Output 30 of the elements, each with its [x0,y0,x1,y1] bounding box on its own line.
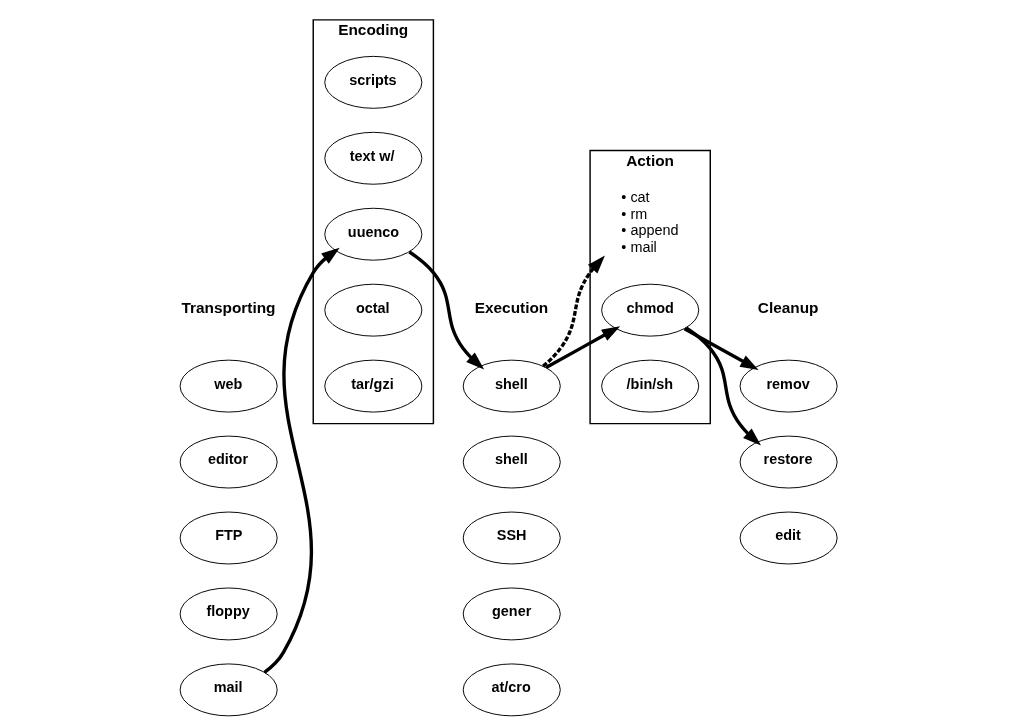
arrow [407,250,484,370]
node-ellipse: gener [462,587,561,641]
arrow [683,327,759,370]
node-ellipse: mail [179,663,278,717]
node-ellipse: octal [323,283,422,337]
node-ellipse: FTP [179,511,278,565]
node-ellipse: chmod [600,283,699,337]
arrow [684,326,761,446]
label: Cleanup [757,298,818,316]
node-ellipse: uuenco [323,207,422,261]
node-ellipse: restore [739,435,838,489]
node-ellipse: shell [462,435,561,489]
node-ellipse: web [179,359,278,413]
label: Transporting [181,298,275,316]
node-ellipse: text w/ [323,131,422,185]
node-ellipse: scripts [323,55,422,109]
label: Execution [474,298,548,316]
node-ellipse: edit [739,511,838,565]
node-ellipse: /bin/sh [600,359,699,413]
node-ellipse: SSH [462,511,561,565]
node-ellipse: tar/gzi [323,359,422,413]
arrow [541,255,605,368]
node-ellipse: shell [462,359,561,413]
node-ellipse: at/cro [462,663,561,717]
node-text: • cat • rm • append • mail [620,189,678,255]
node-ellipse: floppy [179,587,278,641]
arrow [263,247,340,674]
node-ellipse: remov [739,359,838,413]
arrow [544,326,620,369]
node-ellipse: editor [179,435,278,489]
